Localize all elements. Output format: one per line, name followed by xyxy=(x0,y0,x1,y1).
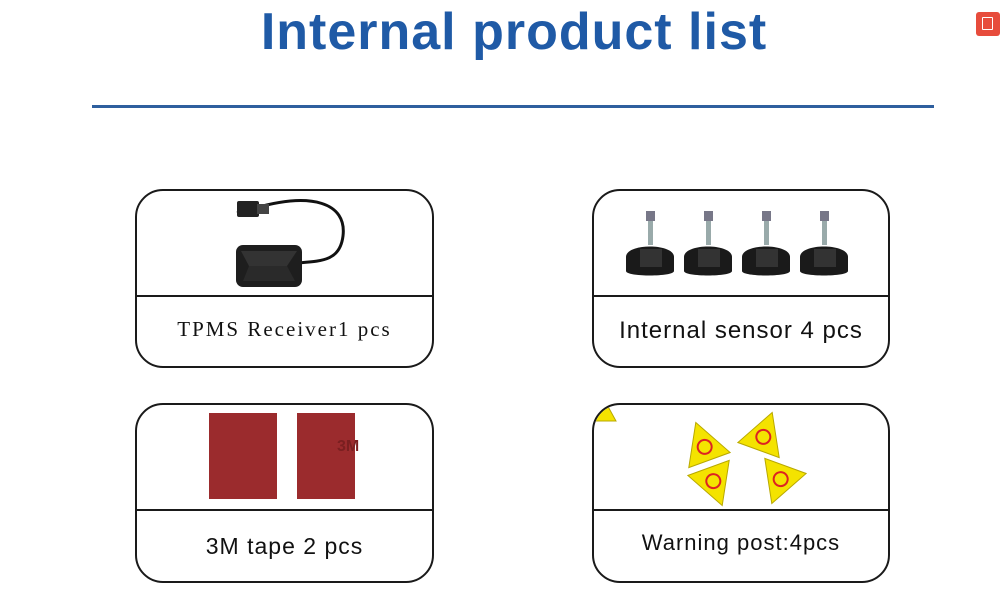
card-divider xyxy=(137,509,432,511)
page-title: Internal product list xyxy=(260,3,768,61)
tape-print: 3M xyxy=(337,438,359,455)
product-card-sensor: Internal sensor 4 pcs xyxy=(592,189,890,368)
receiver-image xyxy=(236,199,345,287)
receiver-label: TPMS Receiver1 pcs xyxy=(177,317,392,341)
card-divider xyxy=(594,509,888,511)
card-divider xyxy=(594,295,888,297)
product-card-warning: Warning post:4pcs xyxy=(592,403,890,583)
tape-label: 3M tape 2 pcs xyxy=(205,533,364,559)
warning-stickers-image xyxy=(594,405,808,509)
tape-image: 3M xyxy=(209,413,359,499)
document-icon[interactable] xyxy=(976,12,1000,36)
warning-label: Warning post:4pcs xyxy=(641,530,841,555)
sensor-label: Internal sensor 4 pcs xyxy=(619,317,863,344)
title-underline xyxy=(92,105,934,108)
card-divider xyxy=(137,295,432,297)
product-card-tape: 3M 3M tape 2 pcs xyxy=(135,403,434,583)
product-card-receiver: TPMS Receiver1 pcs xyxy=(135,189,434,368)
sensor-image xyxy=(626,211,848,276)
